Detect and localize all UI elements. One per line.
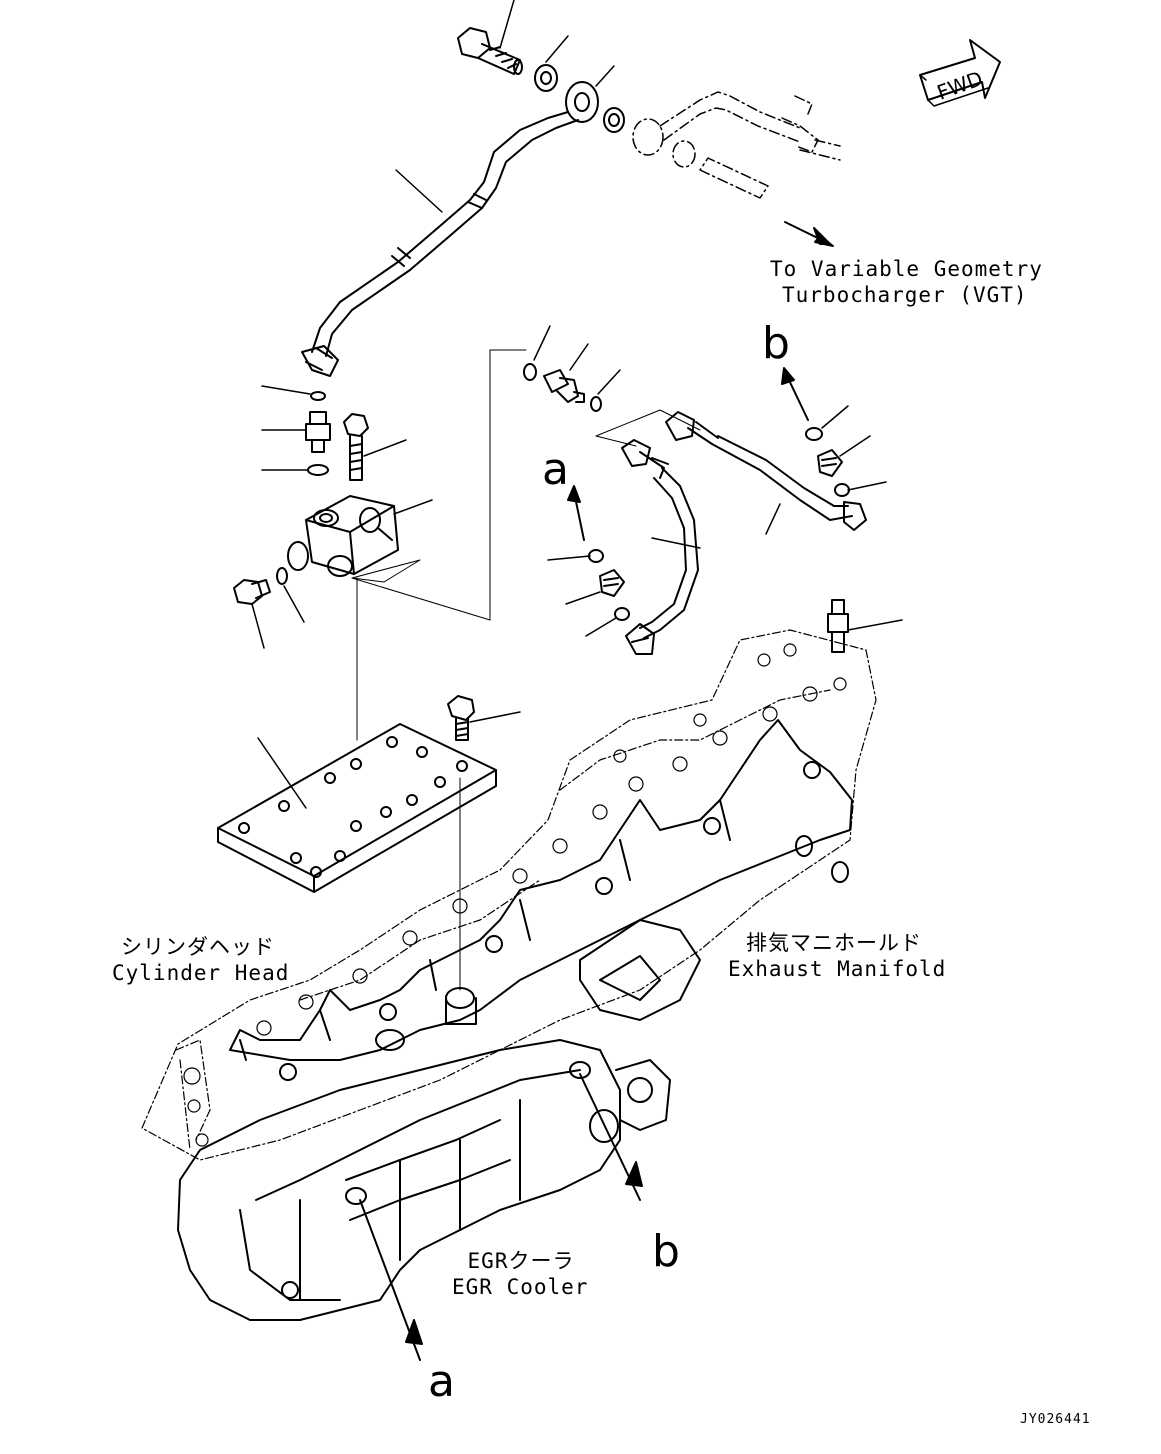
hose-a xyxy=(621,439,699,655)
cover-plate xyxy=(217,723,497,893)
washer xyxy=(588,549,604,563)
washer xyxy=(614,607,630,621)
leader-line xyxy=(545,35,569,63)
leader-line xyxy=(395,169,443,213)
leader-line xyxy=(261,385,311,395)
washer xyxy=(834,483,850,497)
leader-line xyxy=(595,65,615,87)
marker-a-upper: a xyxy=(542,444,570,495)
plug xyxy=(233,579,271,605)
o-ring xyxy=(310,391,326,401)
adapter xyxy=(817,449,843,477)
connector xyxy=(543,369,585,403)
egr-cooler-label-en: EGR Cooler xyxy=(452,1275,589,1299)
bolt xyxy=(343,413,369,481)
leader-line xyxy=(547,555,591,561)
vgt-arrow-icon xyxy=(784,221,834,247)
marker-b-upper: b xyxy=(762,318,791,369)
junction-block xyxy=(287,495,399,577)
leader-line xyxy=(651,537,701,549)
nipple-fitting xyxy=(305,411,331,453)
adapter xyxy=(599,569,625,597)
leader-line xyxy=(283,585,305,623)
leader-line xyxy=(569,343,589,371)
washer xyxy=(805,427,823,441)
exhaust-manifold-label-jp: 排気マニホールド xyxy=(746,931,922,955)
banjo-bolt xyxy=(457,27,523,75)
cylinder-head-detail xyxy=(183,643,847,1147)
banjo-fitting xyxy=(565,81,599,123)
o-ring xyxy=(307,464,329,476)
washer xyxy=(534,64,558,92)
leader-line xyxy=(393,499,433,515)
leader-line xyxy=(363,439,407,457)
fwd-arrow-icon: FWD xyxy=(919,39,1001,107)
marker-arrow-a-lower xyxy=(359,1199,423,1361)
marker-arrow-b-lower xyxy=(579,1073,643,1201)
o-ring xyxy=(523,363,537,381)
leader-line xyxy=(257,737,307,809)
egr-cooler-label-jp: EGRクーラ xyxy=(467,1249,575,1273)
o-ring xyxy=(590,396,602,412)
o-ring xyxy=(276,567,288,585)
cylinder-head-label-jp: シリンダヘッド xyxy=(121,935,275,959)
leader-line xyxy=(251,603,265,649)
leader-line xyxy=(469,711,521,723)
leader-line xyxy=(585,617,617,637)
fwd-label: FWD xyxy=(934,66,986,105)
phantom-line xyxy=(595,409,701,447)
leader-line xyxy=(839,435,871,457)
cylinder-head-outline xyxy=(141,629,877,1161)
leader-line xyxy=(765,503,781,535)
sensor xyxy=(827,599,849,653)
cylinder-head-label-en: Cylinder Head xyxy=(112,961,290,985)
oil-tube xyxy=(301,111,579,377)
egr-cooler xyxy=(177,1039,671,1321)
drawing-code: JY026441 xyxy=(1020,1412,1091,1427)
marker-a-lower: a xyxy=(428,1356,456,1407)
leader-line xyxy=(847,619,903,631)
exhaust-manifold xyxy=(229,719,853,1081)
vgt-label-line2: Turbocharger (VGT) xyxy=(782,283,1028,307)
leader-line xyxy=(533,325,551,361)
leader-line xyxy=(597,369,621,395)
exhaust-manifold-label-en: Exhaust Manifold xyxy=(728,957,947,981)
hose-b xyxy=(665,411,867,531)
vgt-label-line1: To Variable Geometry xyxy=(770,257,1043,281)
washer xyxy=(603,107,625,133)
marker-arrow-b-upper xyxy=(781,367,809,421)
marker-arrow-a-upper xyxy=(567,485,585,541)
phantom-line xyxy=(351,349,527,621)
leader-line xyxy=(821,405,849,429)
marker-b-lower: b xyxy=(652,1226,681,1277)
bolt xyxy=(447,695,475,741)
leader-line xyxy=(565,591,601,605)
leader-line xyxy=(847,481,887,491)
vgt-connection-phantom xyxy=(632,91,841,199)
leader-line xyxy=(499,0,515,49)
